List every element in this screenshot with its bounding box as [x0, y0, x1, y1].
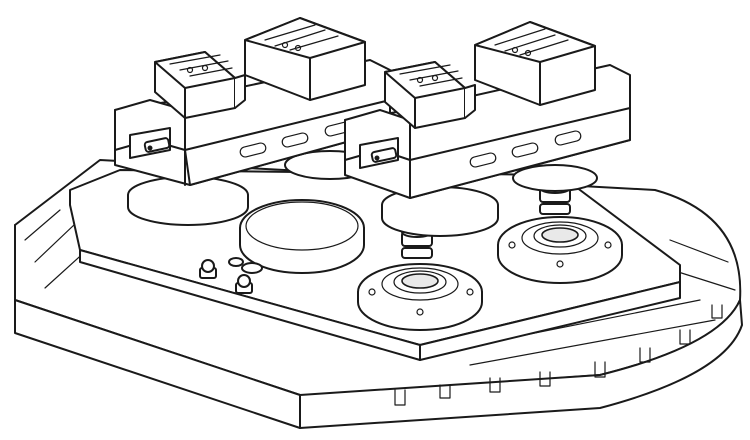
clamping-module: [497, 216, 623, 284]
clamping-module: [239, 199, 365, 274]
vise-right: [344, 21, 631, 237]
clamping-module: [357, 263, 483, 331]
air-fitting: [199, 257, 263, 294]
vise-left: [114, 17, 391, 226]
